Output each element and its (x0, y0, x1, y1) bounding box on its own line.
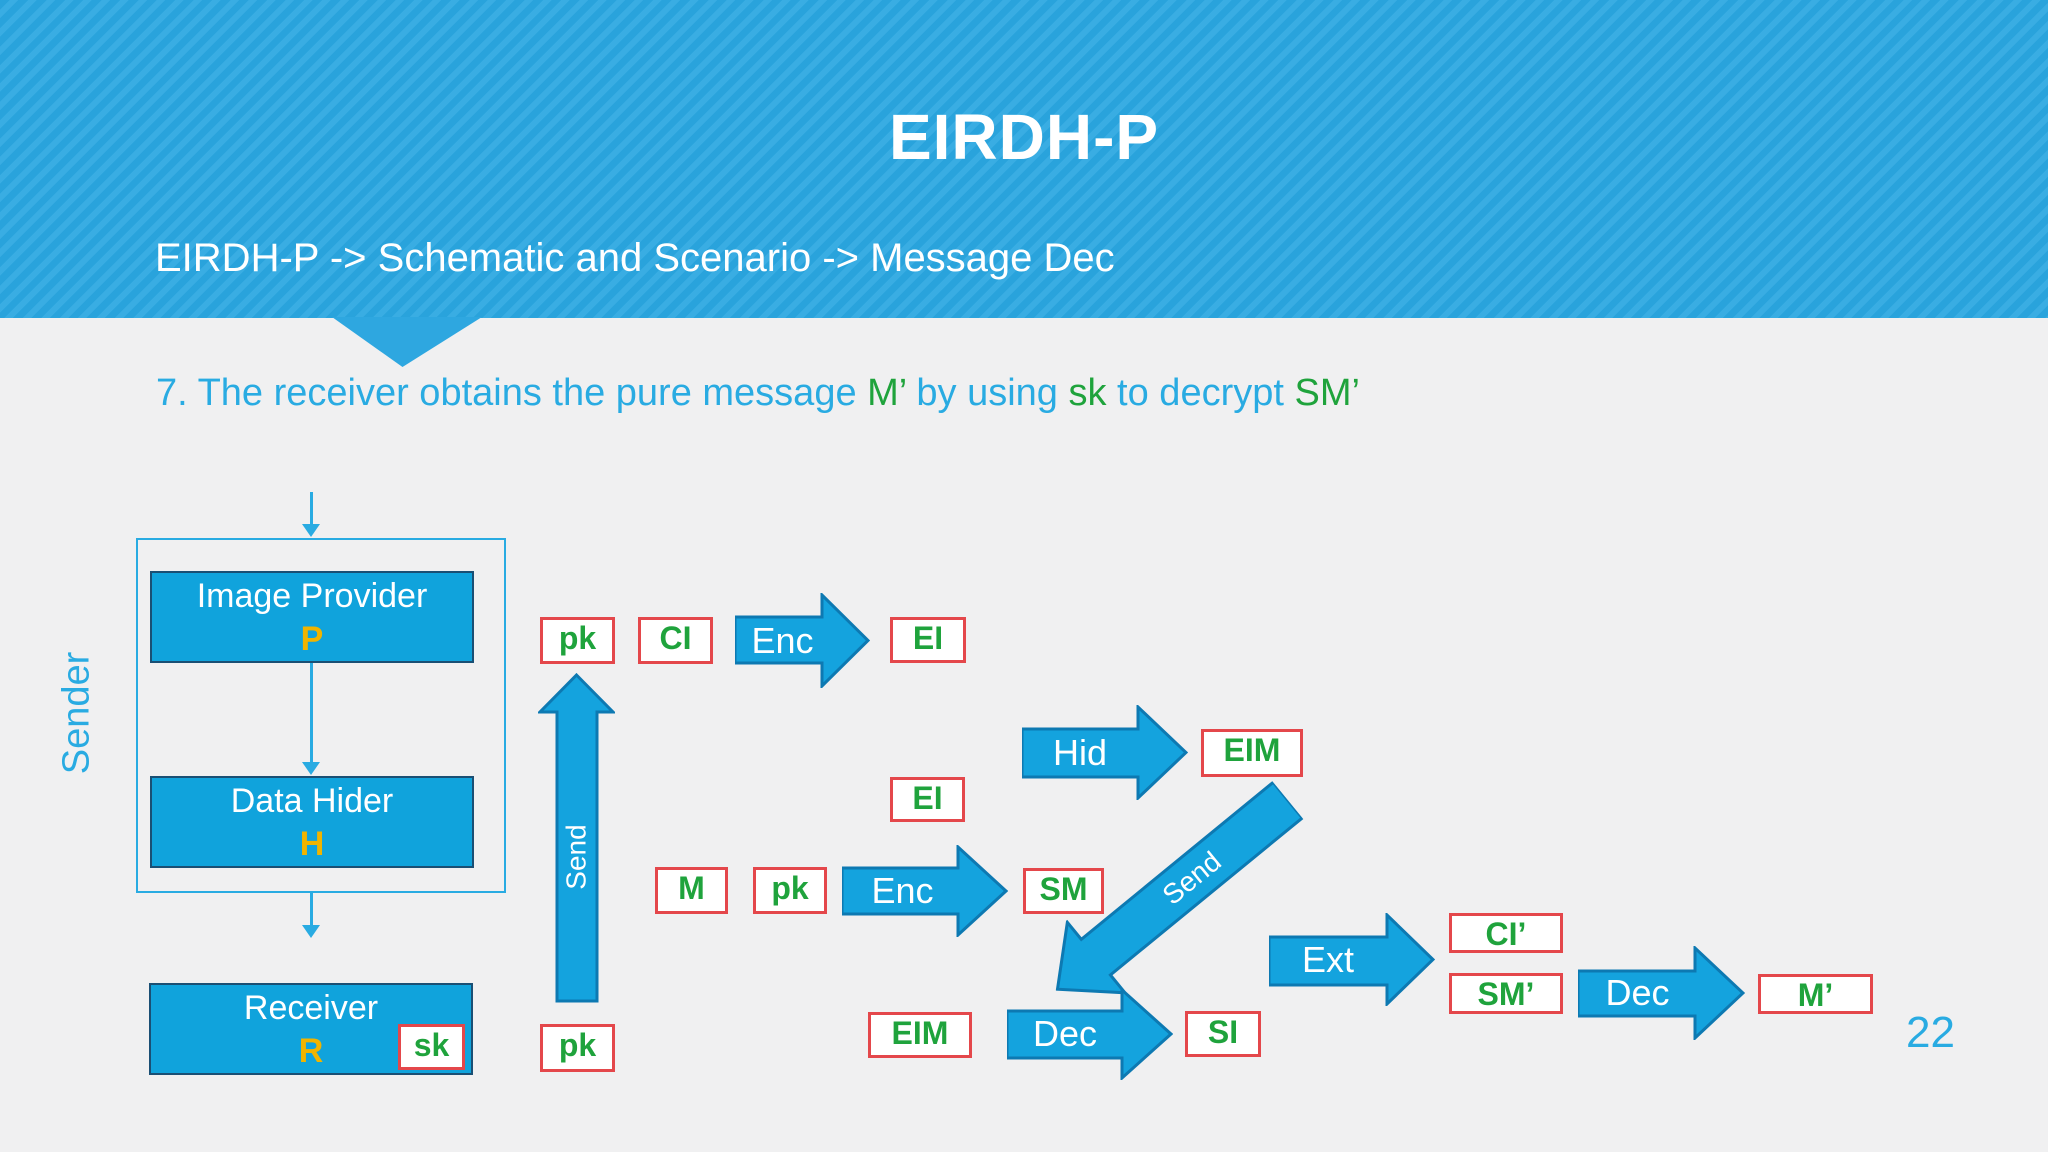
label-box-si: SI (1185, 1011, 1261, 1057)
receiver-title: Receiver (243, 989, 379, 1027)
ext-arrow-label: Ext (1301, 938, 1354, 980)
hid-arrow: Hid (1022, 705, 1188, 800)
label-box-ei-top: EI (890, 617, 966, 663)
image-provider-letter: P (300, 620, 324, 659)
enc-top-arrow: Enc (735, 593, 870, 688)
label-box-eim-top: EIM (1201, 729, 1303, 777)
send-up-arrow: Send (538, 673, 615, 1003)
data-hider-title: Data Hider (230, 782, 394, 820)
receiver-box: Receiver R (149, 983, 473, 1075)
arrow-group-to-receiver-head-icon (302, 925, 320, 938)
data-hider-letter: H (299, 825, 325, 864)
slide-title: EIRDH-P (888, 101, 1160, 173)
dec-right-arrow: Dec (1578, 946, 1745, 1040)
arrow-provider-to-hider-line (310, 663, 313, 763)
arrow-into-group-head-icon (302, 524, 320, 537)
label-box-pk-bottom: pk (540, 1024, 615, 1072)
send-up-arrow-label: Send (538, 673, 615, 1003)
ext-arrow: Ext (1269, 913, 1435, 1006)
enc-top-arrow-label: Enc (751, 619, 814, 661)
data-hider-box: Data Hider H (150, 776, 474, 868)
label-box-eim-bottom: EIM (868, 1012, 972, 1058)
body-highlight-sk: sk (1068, 372, 1107, 414)
label-box-m: M (655, 867, 728, 914)
label-box-pk-top: pk (540, 617, 615, 664)
sender-label: Sender (55, 651, 98, 775)
image-provider-box: Image Provider P (150, 571, 474, 663)
arrow-group-to-receiver-line (310, 893, 313, 926)
header-notch (332, 317, 482, 367)
arrow-provider-to-hider-head-icon (302, 762, 320, 775)
label-box-ci-prime: CI’ (1449, 913, 1563, 953)
label-box-ci: CI (638, 617, 713, 664)
header-band (0, 0, 2048, 318)
body-sentence: 7. The receiver obtains the pure message… (156, 372, 1360, 415)
dec-mid-arrow: Dec (1007, 988, 1173, 1080)
label-box-pk-mid: pk (753, 867, 827, 914)
label-box-sm-prime: SM’ (1449, 973, 1563, 1014)
send-up-arrow-shape (538, 673, 615, 1003)
hid-arrow-label: Hid (1052, 731, 1108, 773)
hid-arrow-shape (1022, 705, 1188, 800)
send-diagonal-arrow-shape (1055, 780, 1305, 995)
enc-mid-arrow-label: Enc (871, 870, 934, 911)
enc-mid-arrow-shape (842, 845, 1008, 937)
dec-mid-arrow-shape (1007, 988, 1173, 1080)
receiver-letter: R (298, 1032, 324, 1071)
dec-mid-arrow-label: Dec (1032, 1013, 1098, 1054)
body-text-mid1: by using (905, 372, 1069, 414)
body-text-mid2: to decrypt (1106, 372, 1295, 414)
body-highlight-sm-prime: SM’ (1294, 372, 1360, 414)
body-highlight-m-prime: M’ (867, 372, 906, 414)
label-box-ei-mid: EI (890, 777, 965, 822)
arrow-into-group-line (310, 492, 313, 525)
dec-right-arrow-shape (1578, 946, 1745, 1040)
page-number: 22 (1906, 1008, 1955, 1057)
send-diagonal-arrow: Send (1026, 764, 1318, 1028)
image-provider-title: Image Provider (196, 577, 428, 615)
label-box-m-prime: M’ (1758, 974, 1873, 1014)
send-up-arrow-text: Send (560, 823, 592, 890)
breadcrumb: EIRDH-P -> Schematic and Scenario -> Mes… (155, 236, 1115, 280)
enc-top-arrow-shape (735, 593, 870, 688)
body-text-prefix: 7. The receiver obtains the pure message (156, 372, 868, 414)
label-box-sk: sk (398, 1024, 465, 1070)
dec-right-arrow-label: Dec (1605, 972, 1670, 1013)
label-box-sm: SM (1023, 868, 1104, 914)
ext-arrow-shape (1269, 913, 1435, 1006)
send-diagonal-arrow-text: Send (1156, 845, 1227, 912)
sender-group-outline (136, 538, 506, 893)
enc-mid-arrow: Enc (842, 845, 1008, 937)
